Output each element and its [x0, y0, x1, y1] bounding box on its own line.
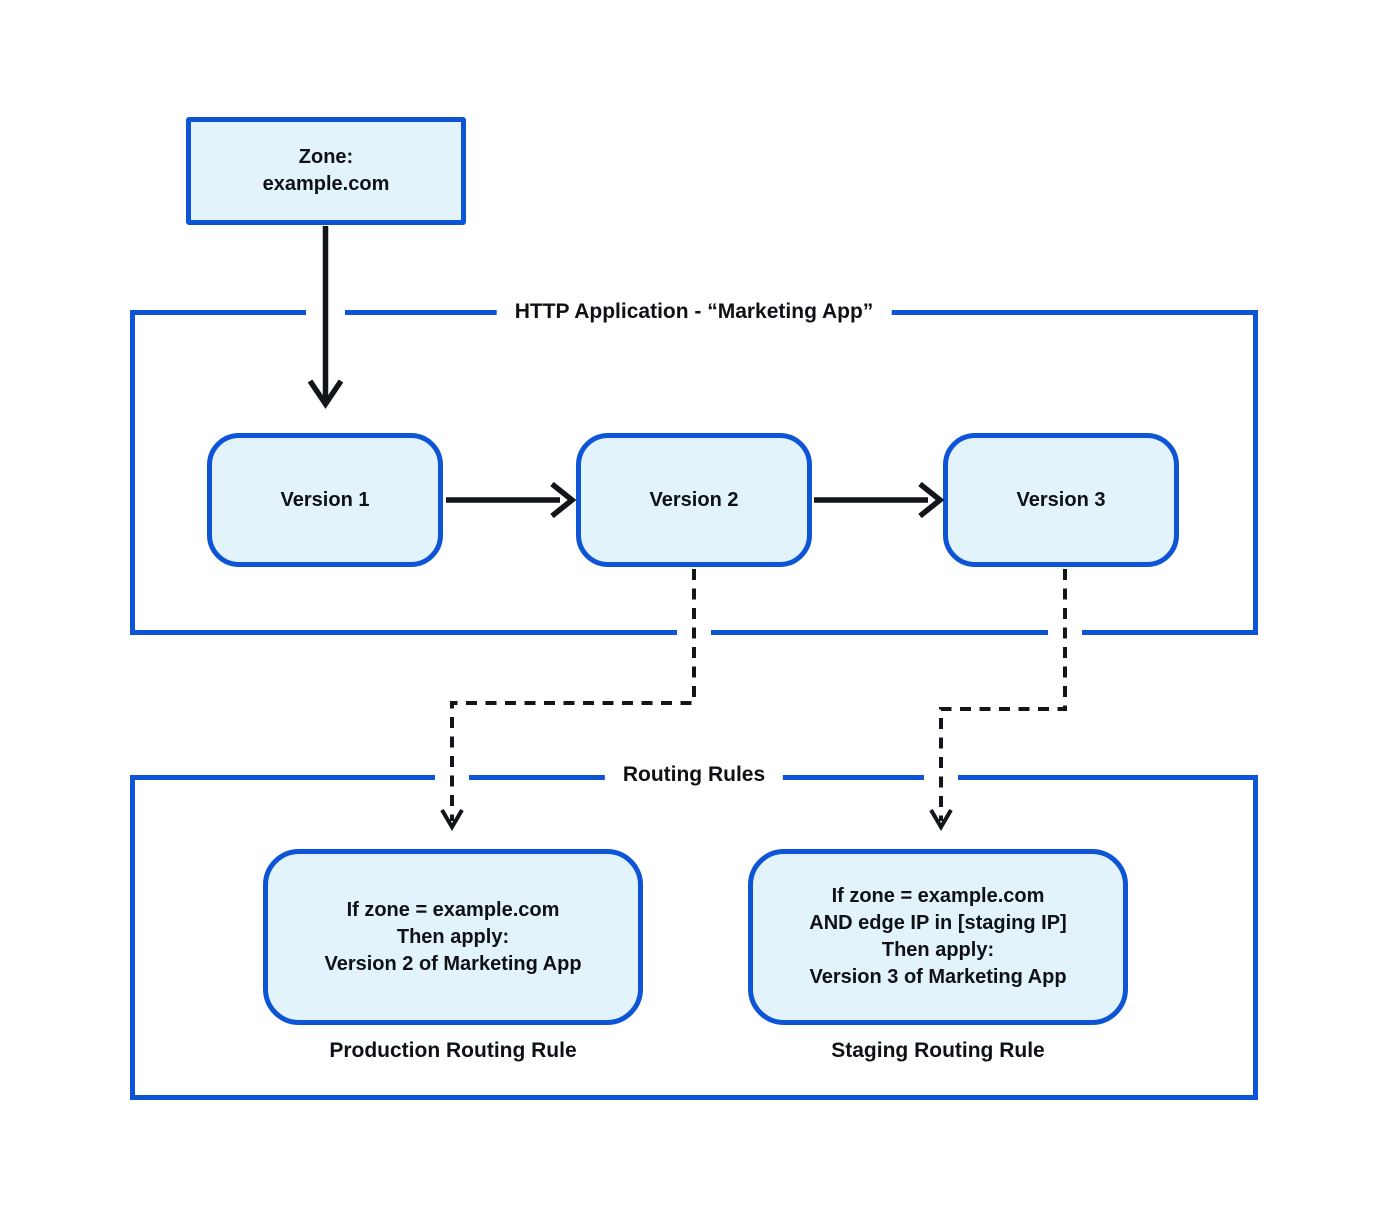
version-3-label: Version 3: [1016, 488, 1106, 511]
zone-label-line1: Zone:: [298, 146, 354, 168]
border-gap-version3-dash: [1048, 626, 1082, 640]
border-gap-production-dash: [435, 771, 469, 785]
border-gap-version2-dash: [677, 626, 711, 640]
version-1-label: Version 1: [280, 488, 370, 511]
version-2-label: Version 2: [649, 488, 739, 511]
rule-text-line: AND edge IP in [staging IP]: [809, 912, 1067, 934]
staging-rule-caption: Staging Routing Rule: [831, 1039, 1045, 1062]
http-application-title: HTTP Application - “Marketing App”: [496, 299, 892, 325]
version-3-box: Version 3: [943, 433, 1179, 567]
border-gap-zone-arrow: [306, 306, 345, 319]
rule-text-line: Version 2 of Marketing App: [324, 952, 582, 975]
version-1-box: Version 1: [207, 433, 443, 567]
border-gap-staging-dash: [924, 771, 958, 785]
rule-text-line: Then apply:: [396, 925, 510, 948]
rule-text-line: If zone = example.com: [346, 898, 560, 921]
routing-rules-title: Routing Rules: [604, 762, 784, 788]
production-rule-caption: Production Routing Rule: [329, 1039, 577, 1062]
zone-label-line2: example.com: [262, 173, 390, 195]
rule-text-line: If zone = example.com: [831, 885, 1045, 907]
zone-box: Zone: example.com: [186, 117, 466, 225]
version-2-box: Version 2: [576, 433, 812, 567]
rule-text-line: Version 3 of Marketing App: [809, 966, 1067, 988]
rule-text-line: Then apply:: [881, 939, 995, 961]
